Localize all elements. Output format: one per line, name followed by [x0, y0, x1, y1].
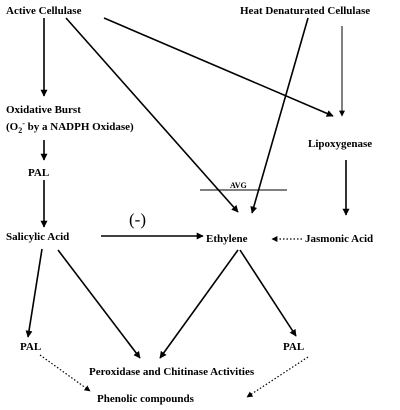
- edge-heat-denaturated-to-ethylene: [250, 17, 309, 214]
- oxidative-burst-detail-sub: 2: [18, 126, 22, 135]
- oxidative-burst-detail-suffix: by a NADPH Oxidase): [25, 121, 134, 133]
- edge-active-cellulase-to-ethylene: [65, 17, 239, 213]
- node-ethylene: Ethylene: [206, 233, 248, 245]
- node-heat-denaturated-cellulase: Heat Denaturated Cellulase: [240, 5, 370, 17]
- edge-active-cellulase-to-lipoxygenase: [103, 17, 334, 117]
- edge-pal-left-to-phenolic: [39, 354, 91, 392]
- node-jasmonic-acid: Jasmonic Acid: [305, 233, 373, 245]
- node-oxidative-burst: Oxidative Burst: [6, 104, 81, 116]
- node-pal-upper: PAL: [28, 167, 49, 179]
- edge-salicylic-acid-to-pal-lower-left: [25, 248, 43, 338]
- node-active-cellulase: Active Cellulase: [6, 5, 82, 17]
- edge-pal-right-to-phenolic: [246, 356, 309, 398]
- node-peroxidase-chitinase: Peroxidase and Chitinase Activities: [89, 366, 255, 378]
- oxidative-burst-detail-sup: -: [22, 119, 25, 128]
- node-pal-lower-right: PAL: [283, 341, 304, 353]
- edge-salicylic-acid-to-peroxidase: [57, 249, 141, 359]
- node-oxidative-burst-detail: (O2- by a NADPH Oxidase): [6, 119, 134, 135]
- node-avg: AVG: [230, 181, 247, 190]
- oxidative-burst-detail-prefix: (O: [6, 121, 19, 133]
- node-phenolic-compounds: Phenolic compounds: [97, 393, 195, 405]
- edge-ethylene-to-peroxidase: [159, 249, 239, 359]
- node-lipoxygenase: Lipoxygenase: [308, 138, 372, 150]
- node-salicylic-acid: Salicylic Acid: [6, 231, 69, 243]
- node-pal-lower-left: PAL: [20, 341, 41, 353]
- edge-ethylene-to-pal-lower-right: [239, 249, 297, 337]
- inhibition-marker: (-): [129, 210, 146, 229]
